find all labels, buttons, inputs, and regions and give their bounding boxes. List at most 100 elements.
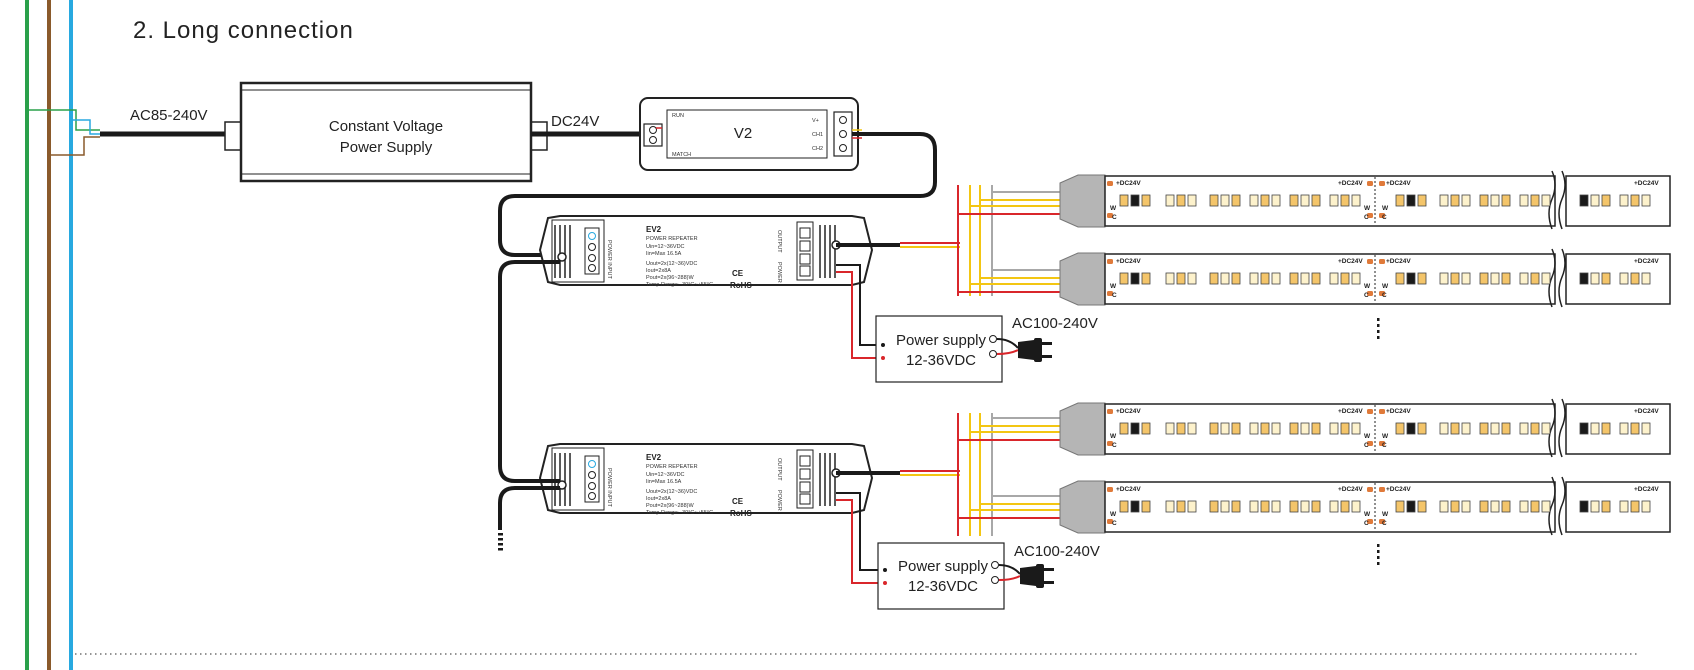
led-strips: +DC24V+DC24V+DC24V+DC24VWCWCWC+DC24V+DC2… <box>1059 170 1671 536</box>
led-chip <box>1249 272 1259 285</box>
strip-voltage-label: +DC24V <box>1634 486 1659 493</box>
led-chip <box>1641 500 1651 513</box>
repeater2-rohs: RoHS <box>730 509 752 518</box>
strip-pad <box>1107 213 1113 218</box>
led-chip <box>1329 500 1339 513</box>
strip-c-label: C <box>1364 520 1369 527</box>
led-chip <box>1340 272 1350 285</box>
repeater1-spec-5: Pout=2x(96~288)W <box>646 275 695 281</box>
led-chip <box>1351 422 1361 435</box>
strip-break <box>1548 398 1556 458</box>
led-chip <box>1165 194 1175 207</box>
led-chip <box>1641 272 1651 285</box>
repeater2-spec-2: Iin=Max 16.5A <box>646 479 682 485</box>
led-chip <box>1530 272 1540 285</box>
led-chip <box>1220 500 1230 513</box>
strip-pad <box>1367 291 1373 296</box>
strip-w-label: W <box>1110 205 1117 212</box>
led-chip <box>1406 272 1416 285</box>
strip-c-label: C <box>1382 520 1387 527</box>
led-chip <box>1450 194 1460 207</box>
led-chip <box>1530 422 1540 435</box>
led-chip <box>1119 194 1129 207</box>
led-chip <box>1220 422 1230 435</box>
strip-pad <box>1107 291 1113 296</box>
led-chip <box>1590 194 1600 207</box>
led-chip <box>1395 500 1405 513</box>
led-chip <box>1479 272 1489 285</box>
page-title: 2. Long connection <box>133 17 354 44</box>
strip-w-label: W <box>1382 283 1389 290</box>
led-chip <box>1590 500 1600 513</box>
repeater1-spec-6: Temp Range: -30°C~+55°C <box>646 282 713 288</box>
led-chip <box>1340 500 1350 513</box>
strip-voltage-label: +DC24V <box>1386 408 1411 415</box>
led-chip <box>1501 194 1511 207</box>
strip-w-label: W <box>1110 433 1117 440</box>
strip-break <box>1548 248 1556 308</box>
led-chip <box>1176 500 1186 513</box>
led-chip <box>1519 422 1529 435</box>
led-chip <box>1541 422 1551 435</box>
strip-voltage-label: +DC24V <box>1634 258 1659 265</box>
plug-icon <box>1018 338 1052 362</box>
led-chip <box>1501 272 1511 285</box>
strip-w-label: W <box>1110 511 1117 518</box>
strip-break <box>1558 398 1566 458</box>
strip-voltage-label: +DC24V <box>1634 180 1659 187</box>
led-chip <box>1461 194 1471 207</box>
led-chip <box>1311 194 1321 207</box>
led-chip <box>1501 422 1511 435</box>
led-chip <box>1220 194 1230 207</box>
strip-connector <box>1059 174 1106 228</box>
led-chip <box>1461 500 1471 513</box>
led-chip <box>1119 422 1129 435</box>
led-chip <box>1439 194 1449 207</box>
controller-ch2-label: CH2 <box>812 146 823 152</box>
led-chip <box>1119 272 1129 285</box>
strip-voltage-label: +DC24V <box>1116 486 1141 493</box>
led-chip <box>1519 500 1529 513</box>
strip-break <box>1548 476 1556 536</box>
strip-break <box>1558 476 1566 536</box>
led-chip <box>1130 194 1140 207</box>
led-chip <box>1119 500 1129 513</box>
led-chip <box>1406 194 1416 207</box>
led-chip <box>1209 422 1219 435</box>
repeater2-ce: CE <box>732 497 744 506</box>
led-chip <box>1417 500 1427 513</box>
led-chip <box>1289 500 1299 513</box>
led-chip <box>1249 194 1259 207</box>
strip-c-label: C <box>1364 442 1369 449</box>
strip-voltage-label: +DC24V <box>1338 258 1363 265</box>
strip-pad <box>1379 409 1385 414</box>
power-repeater-1: POWER INPUT EV2 POWER REPEATER Uin=12~36… <box>538 215 874 290</box>
strip-voltage-label: +DC24V <box>1116 180 1141 187</box>
strip-w-label: W <box>1110 283 1117 290</box>
strip-c-label: C <box>1112 442 1117 449</box>
led-chip <box>1395 194 1405 207</box>
strip-w-label: W <box>1364 433 1371 440</box>
led-chip <box>1490 194 1500 207</box>
led-chip <box>1329 272 1339 285</box>
strip-c-label: C <box>1382 442 1387 449</box>
strip-w-label: W <box>1364 511 1371 518</box>
led-chip <box>1271 500 1281 513</box>
strip-c-label: C <box>1382 214 1387 221</box>
repeater1-subtitle: POWER REPEATER <box>646 236 698 242</box>
aux-psu1-line2: 12-36VDC <box>906 352 976 369</box>
strip-pad <box>1379 487 1385 492</box>
strip-pad <box>1107 487 1113 492</box>
repeater1-power-label: POWER <box>776 262 782 283</box>
aux-psu1-line1: Power supply <box>896 332 987 349</box>
led-chip <box>1141 272 1151 285</box>
strip-break <box>1558 248 1566 308</box>
strip-voltage-label: +DC24V <box>1386 486 1411 493</box>
strip-pad <box>1107 519 1113 524</box>
strip-c-label: C <box>1382 292 1387 299</box>
led-chip <box>1439 500 1449 513</box>
led-chip <box>1176 422 1186 435</box>
strip-w-label: W <box>1364 205 1371 212</box>
led-chip <box>1641 422 1651 435</box>
